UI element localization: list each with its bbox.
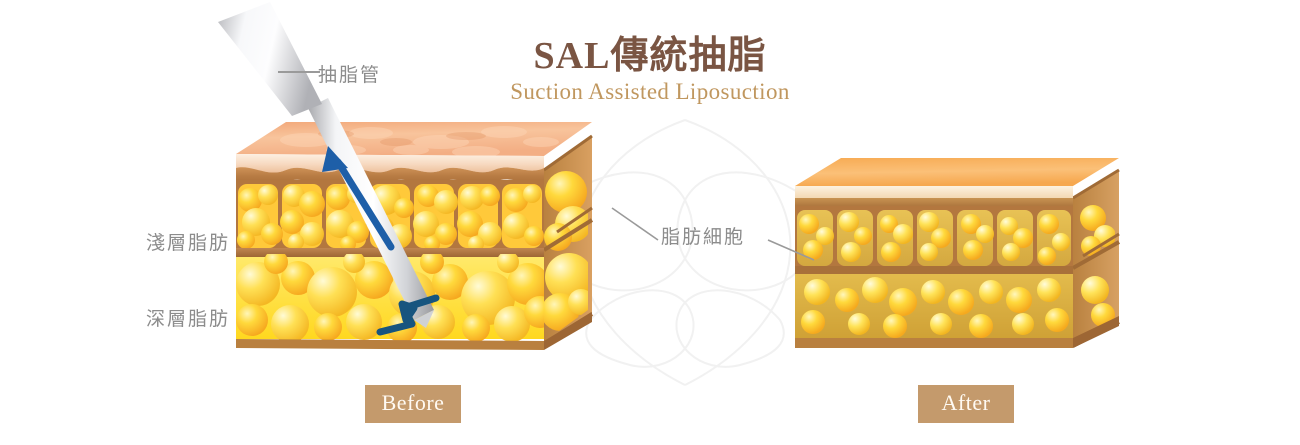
cannula-leader-line [278, 71, 320, 73]
background-watermark [548, 119, 822, 386]
suction-arrow [322, 146, 395, 251]
badge-after: After [918, 385, 1014, 423]
label-superficial-fat: 淺層脂肪 [146, 232, 231, 254]
badge-before: Before [365, 385, 461, 423]
before-diagram [218, 2, 594, 350]
fat-cell-leader-lines [611, 207, 815, 261]
label-deep-fat: 深層脂肪 [146, 308, 231, 330]
label-cannula: 抽脂管 [318, 64, 382, 86]
page-title: SAL傳統抽脂 [533, 35, 767, 77]
label-fat-cells: 脂肪細胞 [661, 226, 746, 248]
page-subtitle: Suction Assisted Liposuction [510, 79, 790, 104]
after-diagram [795, 158, 1120, 348]
fat-intake-arrow [376, 294, 440, 336]
